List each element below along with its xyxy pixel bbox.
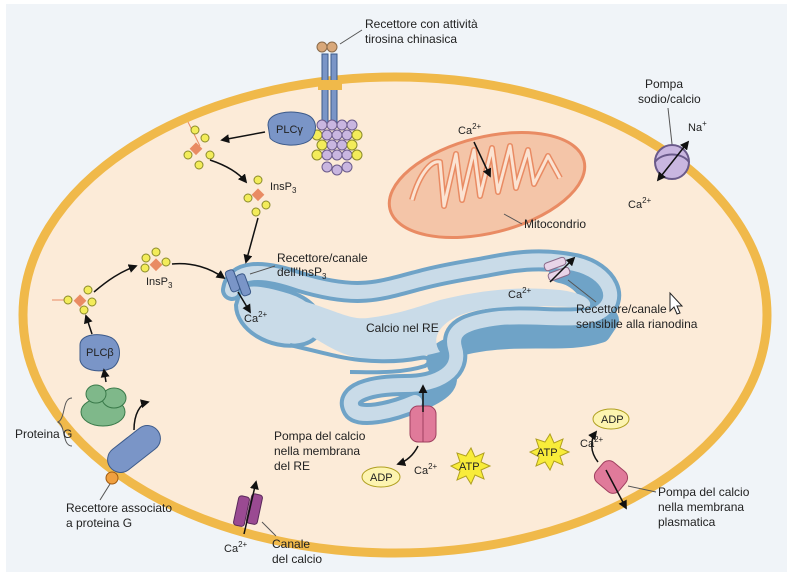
ca-rianodina-label: Ca2+ <box>508 286 532 301</box>
insp3-top-label: InsP3 <box>270 181 297 195</box>
canale-leader <box>261 521 277 537</box>
endoplasmic-reticulum <box>221 249 622 425</box>
recettore-g-leader <box>99 483 111 501</box>
arrow-insp3-left-receptor <box>171 262 226 280</box>
calcium-channel <box>233 493 263 527</box>
ca-canale-label: Ca2+ <box>224 540 248 555</box>
plasma-membrane-calcium-pump <box>593 460 629 494</box>
pompa-re-line3: del RE <box>274 459 310 473</box>
atp-pm-label: ATP <box>537 447 558 459</box>
arrow-na-ca-exchange <box>656 140 690 182</box>
ca-pump-na-label: Ca2+ <box>628 196 652 211</box>
arrow-ca-mito <box>473 141 492 178</box>
proteina-g-label: Proteina G <box>15 427 72 441</box>
recettore-insp3-leader <box>249 265 276 275</box>
adp-re-badge <box>361 466 401 488</box>
ca-mito-label: Ca2+ <box>458 122 482 137</box>
arrow-pip2-insp3 <box>209 159 248 184</box>
arrow-ca-canale-in <box>243 480 259 535</box>
calcio-re-label: Calcio nel RE <box>366 321 439 335</box>
arrow-pm-pump-out <box>605 469 627 510</box>
adp-re-label: ADP <box>370 472 393 484</box>
pompa-pm-line2: nella membrana <box>658 500 744 514</box>
atp-re-star <box>449 446 492 486</box>
rtk-label-line2: tirosina chinasica <box>365 32 457 46</box>
arrow-plc-beta-pip2 <box>84 314 93 335</box>
recettore-g-line1: Recettore associato <box>66 501 172 515</box>
pompa-pm-leader <box>627 485 657 493</box>
pompa-pm-line1: Pompa del calcio <box>658 485 750 499</box>
na-ion-label: Na+ <box>688 119 707 134</box>
plc-gamma-label: PLCγ <box>276 124 303 136</box>
mitochondrion <box>387 131 587 239</box>
rianodina-leader <box>567 279 597 303</box>
pompa-re-line1: Pompa del calcio <box>274 429 366 443</box>
tyrosine-kinase-receptor <box>316 41 342 125</box>
arrow-ca-insp3-out <box>237 291 251 314</box>
mitocondrio-label: Mitocondrio <box>524 217 586 231</box>
rianodina-line2: sensibile alla rianodina <box>576 317 698 331</box>
arrow-gprotein-plc <box>100 368 110 383</box>
pompa-na-line1: Pompa <box>645 77 683 91</box>
atp-pm-star <box>528 432 571 472</box>
plc-beta: PLCβ <box>79 334 120 372</box>
insp3-receptor-channel <box>224 269 252 297</box>
atp-re-label: ATP <box>459 461 480 473</box>
g-protein-coupled-receptor <box>105 425 161 485</box>
arrow-plc-gamma-pip2 <box>220 131 266 144</box>
insp3-top-molecule <box>243 175 271 217</box>
pompa-na-line2: sodio/calcio <box>638 92 701 106</box>
adp-pm-label: ADP <box>601 414 624 426</box>
ca-re-pump-label: Ca2+ <box>414 462 438 477</box>
canale-line1: Canale <box>272 537 310 551</box>
g-protein <box>80 384 127 427</box>
plc-gamma: PLCγ <box>267 111 316 146</box>
recettore-insp3-line2: dell'InsP3 <box>277 265 327 281</box>
pompa-na-leader <box>667 107 673 145</box>
arrow-pm-pump-adp <box>588 430 599 463</box>
rianodina-line1: Recettore/canale <box>576 302 667 316</box>
arrow-receptor-gprotein <box>133 399 150 431</box>
mouse-pointer-icon <box>669 291 684 315</box>
insp3-left-label: InsP3 <box>146 276 173 290</box>
arrow-er-pump-adp <box>396 445 419 466</box>
adp-pm-badge <box>592 408 630 430</box>
receptor-phosphate-cluster <box>311 119 363 176</box>
proteina-g-brace <box>56 397 73 447</box>
insp3-left-molecule <box>140 247 171 273</box>
arrow-ca-rianodina <box>549 256 576 283</box>
plc-beta-label: PLCβ <box>86 347 114 359</box>
ca-pm-pump-label: Ca2+ <box>580 435 604 450</box>
rtk-leader-line <box>339 29 363 45</box>
rtk-label-line1: Recettore con attività <box>365 17 478 31</box>
arrow-insp3-receptor <box>243 217 259 264</box>
arrow-pip2-left-insp3 <box>93 264 138 293</box>
pompa-pm-line3: plasmatica <box>658 515 716 529</box>
pompa-re-line2: nella membrana <box>274 444 360 458</box>
pip2-top-molecule <box>183 121 215 170</box>
ca-insp3-label: Ca2+ <box>244 310 268 325</box>
mitocondrio-leader <box>503 213 523 225</box>
recettore-insp3-line1: Recettore/canale <box>277 251 368 265</box>
recettore-g-line2: a proteina G <box>66 516 132 530</box>
canale-line2: del calcio <box>272 552 322 566</box>
